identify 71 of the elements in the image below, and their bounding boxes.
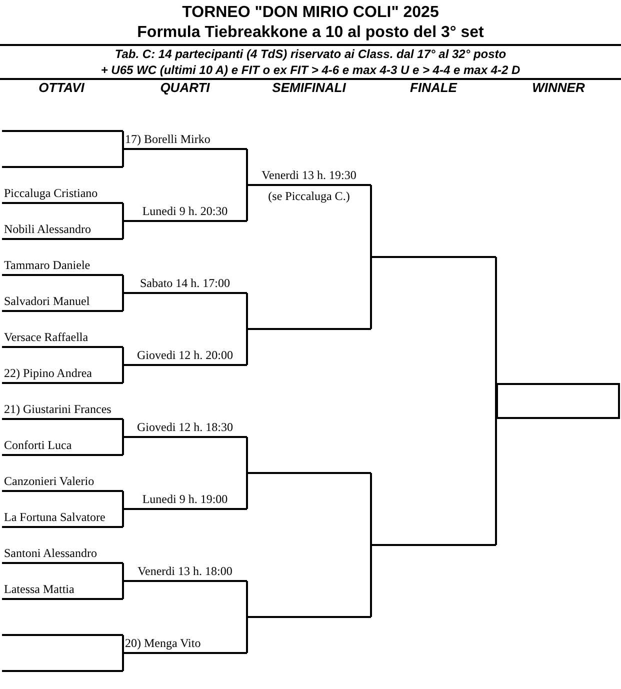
- match-note: (se Piccaluga C.): [267, 189, 351, 204]
- bracket-line: [495, 257, 497, 401]
- empty-slot-line: [371, 544, 496, 546]
- bracket-line: [246, 149, 248, 185]
- bracket-line: [246, 473, 248, 509]
- bracket-line: [122, 437, 124, 455]
- empty-slot-line: [2, 166, 123, 168]
- bracket-line: [122, 347, 124, 365]
- match-slot: Venerdi 13 h. 18:00: [123, 564, 247, 582]
- bracket-line: [122, 203, 124, 221]
- title: TORNEO "DON MIRIO COLI" 2025: [181, 4, 440, 22]
- bracket-line: [122, 293, 124, 311]
- empty-slot-line: [2, 634, 123, 636]
- bracket-line: [122, 365, 124, 383]
- column-header: SEMIFINALI: [271, 80, 347, 95]
- bracket-line: [370, 257, 372, 329]
- bracket-line: [246, 437, 248, 473]
- rules-note: Tab. C: 14 partecipanti (4 TdS) riservato ai Class. dal 17° al 32° posto: [114, 47, 508, 61]
- bracket-line: [370, 185, 372, 257]
- match-slot: Sabato 14 h. 17:00: [123, 276, 247, 294]
- match-slot: Giovedi 12 h. 18:30: [123, 420, 247, 438]
- bracket-line: [122, 563, 124, 581]
- bracket-line: [370, 473, 372, 545]
- player-slot: 22) Pipino Andrea: [2, 366, 123, 384]
- player-slot: Versace Raffaella: [2, 330, 123, 348]
- match-slot: Lunedi 9 h. 20:30: [123, 204, 247, 222]
- player-slot: Nobili Alessandro: [2, 222, 123, 240]
- match-slot: 17) Borelli Mirko: [123, 132, 247, 150]
- subtitle: Formula Tiebreakkone a 10 al posto del 3° set: [136, 24, 485, 42]
- column-header: WINNER: [531, 80, 586, 95]
- player-slot: Santoni Alessandro: [2, 546, 123, 564]
- rules-note: + U65 WC (ultimi 10 A) e FIT o ex FIT > 4-6 e max 4-3 U e > 4-4 e max 4-2 D: [100, 63, 522, 77]
- player-slot: Latessa Mattia: [2, 582, 123, 600]
- player-slot: Piccaluga Cristiano: [2, 186, 123, 204]
- column-header: FINALE: [409, 80, 458, 95]
- empty-slot-line: [371, 256, 496, 258]
- bracket-line: [122, 149, 124, 167]
- player-slot: Canzonieri Valerio: [2, 474, 123, 492]
- column-header: QUARTI: [159, 80, 211, 95]
- bracket-line: [370, 545, 372, 617]
- bracket-line: [122, 509, 124, 527]
- winner-box: [496, 383, 620, 419]
- empty-slot-line: [247, 472, 371, 474]
- player-slot: Salvadori Manuel: [2, 294, 123, 312]
- empty-slot-line: [2, 670, 123, 672]
- bracket-line: [122, 275, 124, 293]
- match-slot: Venerdi 13 h. 19:30: [247, 168, 371, 186]
- bracket-line: [122, 635, 124, 653]
- player-slot: Conforti Luca: [2, 438, 123, 456]
- column-header: OTTAVI: [38, 80, 86, 95]
- bracket-line: [122, 131, 124, 149]
- bracket-line: [122, 653, 124, 671]
- bracket-line: [246, 185, 248, 221]
- bracket-line: [122, 221, 124, 239]
- empty-slot-line: [2, 130, 123, 132]
- empty-slot-line: [247, 616, 371, 618]
- match-slot: Lunedi 9 h. 19:00: [123, 492, 247, 510]
- empty-slot-line: [247, 328, 371, 330]
- bracket-line: [246, 581, 248, 617]
- bracket-line: [246, 329, 248, 365]
- bracket-line: [495, 401, 497, 545]
- bracket-line: [246, 617, 248, 653]
- bracket-line: [122, 581, 124, 599]
- bracket-line: [246, 293, 248, 329]
- bracket-line: [122, 491, 124, 509]
- bracket-line: [122, 419, 124, 437]
- match-slot: 20) Menga Vito: [123, 636, 247, 654]
- player-slot: La Fortuna Salvatore: [2, 510, 123, 528]
- player-slot: 21) Giustarini Frances: [2, 402, 123, 420]
- player-slot: Tammaro Daniele: [2, 258, 123, 276]
- match-slot: Giovedi 12 h. 20:00: [123, 348, 247, 366]
